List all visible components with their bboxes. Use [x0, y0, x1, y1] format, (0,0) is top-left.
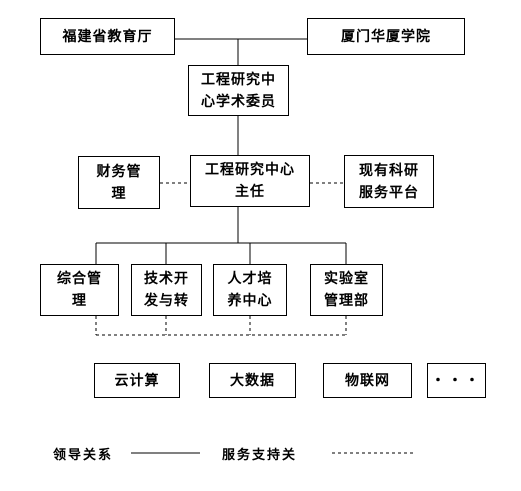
node-ellipsis: ・・・ [427, 363, 486, 398]
node-tech-development: 技术开 发与转 [131, 264, 202, 316]
legend-service-support-label: 服务支持关 [222, 448, 298, 463]
legend-leadership-label: 领导关系 [53, 448, 114, 463]
node-iot: 物联网 [323, 363, 412, 398]
node-big-data: 大数据 [209, 363, 296, 398]
node-fujian-education-dept: 福建省教育厅 [40, 18, 175, 55]
node-general-management: 综合管 理 [40, 264, 119, 316]
node-lab-management: 实验室 管理部 [310, 264, 383, 316]
node-finance: 财务管 理 [78, 156, 160, 209]
node-academic-committee: 工程研究中 心学术委员 [188, 65, 289, 116]
node-xiamen-huaxia-college: 厦门华厦学院 [307, 18, 465, 55]
node-research-service-platform: 现有科研 服务平台 [344, 155, 434, 208]
node-cloud-computing: 云计算 [94, 363, 180, 398]
node-talent-center: 人才培 养中心 [213, 264, 287, 316]
node-director: 工程研究中心 主任 [190, 155, 310, 207]
